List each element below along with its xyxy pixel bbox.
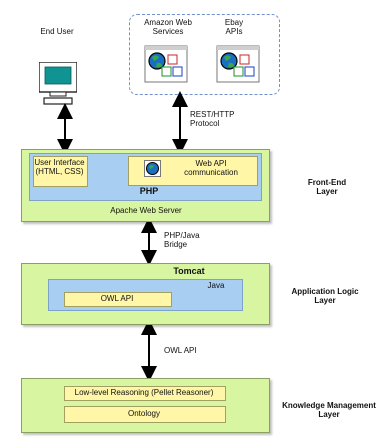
owl-api-box bbox=[64, 292, 172, 307]
app-logic-layer-label: Application Logic Layer bbox=[291, 287, 359, 305]
ontology-label: Ontology bbox=[127, 409, 161, 418]
owl-api-label: OWL API bbox=[164, 346, 197, 355]
front-end-layer-label: Front-End Layer bbox=[307, 178, 347, 196]
owl-api-box-label: OWL API bbox=[100, 294, 134, 303]
amazon-service-icon bbox=[144, 45, 188, 83]
amazon-web-services-label: Amazon Web Services bbox=[144, 18, 192, 36]
ebay-service-icon bbox=[216, 45, 260, 83]
web-api-globe-icon bbox=[144, 160, 161, 177]
globe-icon bbox=[220, 52, 238, 70]
rest-http-label: REST/HTTP Protocol bbox=[190, 110, 235, 128]
ui-box-label: User Interface (HTML, CSS) bbox=[34, 158, 85, 176]
ebay-apis-label: Ebay APIs bbox=[224, 18, 244, 36]
monitor-icon bbox=[38, 61, 78, 105]
end-user-computer-icon bbox=[38, 61, 78, 106]
globe-icon bbox=[148, 52, 166, 70]
knowledge-layer-label: Knowledge Management Layer bbox=[282, 401, 376, 419]
apache-label: Apache Web Server bbox=[110, 206, 182, 215]
php-label: PHP bbox=[139, 186, 159, 196]
end-user-label: End User bbox=[40, 27, 74, 36]
java-label: Java bbox=[207, 281, 225, 290]
ui-box bbox=[33, 156, 88, 187]
reasoning-label: Low-level Reasoning (Pellet Reasoner) bbox=[74, 388, 214, 397]
reasoning-box bbox=[64, 386, 226, 401]
ontology-box bbox=[64, 406, 226, 423]
globe-icon bbox=[144, 160, 161, 177]
php-java-bridge-label: PHP/Java Bridge bbox=[164, 231, 200, 249]
tomcat-label: Tomcat bbox=[173, 266, 205, 276]
web-api-label: Web API communication bbox=[184, 159, 238, 177]
